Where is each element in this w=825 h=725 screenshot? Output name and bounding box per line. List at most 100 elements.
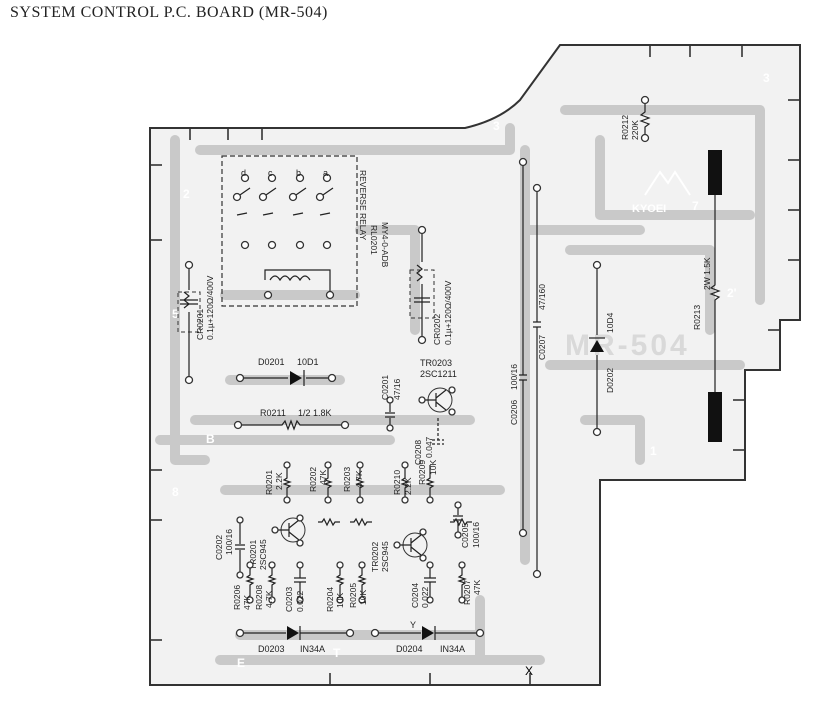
d0204: Y D0204 IN34A [370,620,485,654]
c0207-value: 47/160 [537,284,547,310]
d0201-ref: D0201 [258,357,285,367]
r0208-value: 4.7K [264,590,274,608]
relay-contact-d: d [241,168,246,178]
r0203-ref: R0203 [342,467,352,492]
r0205-value: 10K [358,590,368,605]
c0204-value: 0.022 [420,586,430,608]
terminal-7: 7 [692,199,699,213]
relay-contact-c: c [268,168,273,178]
terminal-labels: 3 3 2 5 B 8 1 7 2' E T X [172,71,770,678]
r0211-value: 1/2 1.8K [298,408,332,418]
relay-ref: RL0201 [369,225,379,255]
tr0202-value: 2SC945 [380,541,390,572]
r0213: R0213 2W 1.5K [692,150,722,442]
r0203-value: 4.7K [354,470,364,488]
r0206-ref: R0206 [232,585,242,610]
c0206-value: 100/16 [509,364,519,390]
reverse-relay-rl0201: d c b a REVERSE RELAY RL0201 MY4-0-ADB [221,155,390,307]
r0207-value: 47K [472,580,482,595]
d0203-ref: D0203 [258,644,285,654]
r0210-value: 2.2K [403,477,413,495]
r0206-value: 47K [242,595,252,610]
c0205: C0205 100/16 [453,501,481,548]
tr0201-value: 2SC945 [258,539,268,570]
tr0203-value: 2SC1211 [420,369,457,379]
cr0202-ref: CR0202 [432,314,442,345]
page-title: SYSTEM CONTROL P.C. BOARD (MR-504) [10,4,328,21]
d0202-value: 10D4 [605,312,615,333]
cr0201-ref: CR0201 [195,309,205,340]
r0213-ref: R0213 [692,305,702,330]
y-label: Y [410,620,416,630]
r0212-value: 220K [630,120,640,140]
copper-traces [155,105,765,665]
c0206-c0207: C0206 100/16 C0207 47/160 [509,157,547,579]
d0203: D0203 IN34A [235,626,355,654]
c0208-value: 0.047 [424,436,434,458]
d0201-value: 10D1 [297,357,319,367]
terminal-8: 8 [172,485,179,499]
kyoei-logo: KYOEI [632,170,691,215]
d0204-value: IN34A [440,644,465,654]
cr0202: CR0202 0.1µ+120Ω/400V [409,225,453,345]
c0207-ref: C0207 [537,335,547,360]
c0201-value: 47/16 [392,378,402,400]
relay-contact-b: b [296,168,301,178]
c0202-ref: C0202 [214,535,224,560]
terminal-T: T [333,646,341,660]
board-outline [149,44,801,686]
tr0203-ref: TR0203 [420,358,452,368]
terminal-1: 1 [650,444,657,458]
r0205-ref: R0205 [348,583,358,608]
tr0201-ref: TR0201 [248,539,258,570]
tr0201: TR0201 2SC945 [248,514,306,570]
terminal-X: X [525,664,533,678]
tr0203: TR0203 2SC1211 [418,358,457,416]
relay-part: MY4-0-ADB [380,222,390,268]
r0207-ref: R0207 [462,580,472,605]
terminal-3b: 3 [763,71,770,85]
r0212: R0212 220K [620,95,651,143]
terminal-3a: 3 [493,119,500,133]
r0202-ref: R0202 [308,467,318,492]
r0210-ref: R0210 [392,470,402,495]
r0202-value: 47K [318,470,328,485]
tr0202: TR0202 2SC945 [370,528,428,572]
d0203-value: IN34A [300,644,325,654]
cr0202-value: 0.1µ+120Ω/400V [443,280,453,345]
c0202: C0202 100/16 [214,516,245,579]
r0208-ref: R0208 [254,585,264,610]
c0203-ref: C0203 [284,587,294,612]
r0212-ref: R0212 [620,115,630,140]
d0202: D0202 10D4 [589,260,615,437]
d0201: D0201 10D1 [235,357,337,386]
r0204-value: 10K [335,593,345,608]
lower-row: R0206 47K R0208 4.7K C0203 0.022 R0204 1… [232,561,482,612]
relay-name: REVERSE RELAY [358,170,368,241]
board-mark: MR-504 [565,329,690,362]
r0201-value: 2.2K [274,472,284,490]
svg-text:KYOEI: KYOEI [632,203,666,215]
terminal-2prime: 2' [727,286,737,300]
r0204-ref: R0204 [325,587,335,612]
c0208: C0208 0.047 [413,418,444,465]
relay-contact-a: a [323,168,328,178]
r0209-value: 10K [428,460,438,475]
c0206-ref: C0206 [509,400,519,425]
r0213-value: 2W 1.5K [702,257,712,290]
r0210: R0210 2.2K [392,461,413,504]
cr0201: CR0201 0.1µ+120Ω/400V [177,260,215,385]
c0204-ref: C0204 [410,583,420,608]
terminal-B: B [206,432,215,446]
c0208-ref: C0208 [413,440,423,465]
terminal-E: E [237,656,245,670]
r0203: R0203 4.7K [342,461,365,504]
c0203-value: 0.022 [295,590,305,612]
c0201: C0201 47/16 [380,375,402,432]
edge-notches [150,45,800,685]
r0211-ref: R0211 [260,408,286,418]
d0202-ref: D0202 [605,368,615,393]
c0201-ref: C0201 [380,375,390,400]
r0209: R0209 10K [417,460,438,504]
